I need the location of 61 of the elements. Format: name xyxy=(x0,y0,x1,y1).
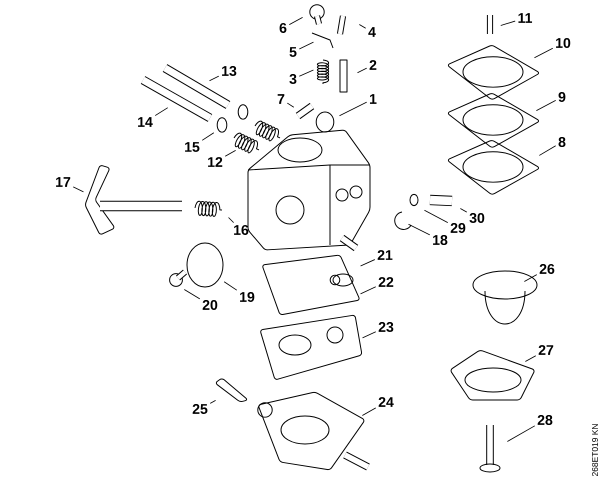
callout-number: 17 xyxy=(56,177,70,187)
callout-number: 9 xyxy=(558,92,566,102)
leader-line xyxy=(538,145,556,156)
leader-line xyxy=(360,286,376,294)
callout-number: 24 xyxy=(378,397,394,407)
leader-line xyxy=(224,150,236,157)
leader-line xyxy=(534,48,554,58)
callout-number: 8 xyxy=(558,137,566,147)
callout-number: 19 xyxy=(240,292,254,302)
callout-number: 13 xyxy=(222,66,236,76)
callout-number: 4 xyxy=(368,27,376,37)
callout-number: 5 xyxy=(290,47,297,57)
callout-number: 12 xyxy=(208,157,222,167)
callout-number: 30 xyxy=(470,213,484,223)
leader-line xyxy=(286,102,294,108)
callout-number: 14 xyxy=(138,117,153,127)
callout-number: 15 xyxy=(185,142,200,152)
callout-number: 11 xyxy=(518,13,532,23)
leader-line xyxy=(360,259,376,266)
callout-number: 21 xyxy=(378,250,392,260)
leader-line xyxy=(358,24,366,29)
callout-number: 25 xyxy=(192,404,208,414)
leader-line xyxy=(184,289,200,300)
callout-number: 7 xyxy=(278,94,284,104)
leader-line xyxy=(362,407,376,416)
leader-line xyxy=(298,42,314,50)
leader-line xyxy=(288,16,304,25)
callout-number: 28 xyxy=(538,415,552,425)
callout-number: 29 xyxy=(450,223,466,233)
leader-line xyxy=(424,210,448,224)
leader-line xyxy=(228,217,234,224)
leader-line xyxy=(536,100,556,112)
leader-line xyxy=(339,102,368,116)
callout-number: 6 xyxy=(280,23,286,33)
callout-number: 22 xyxy=(378,277,394,287)
callout-number: 2 xyxy=(370,60,376,70)
leader-line xyxy=(408,224,430,236)
leader-line xyxy=(524,274,538,282)
leader-line xyxy=(362,331,376,338)
leader-line xyxy=(210,400,216,404)
leader-line xyxy=(154,107,168,116)
leader-line xyxy=(506,425,536,442)
callout-number: 26 xyxy=(540,264,554,274)
callout-number: 23 xyxy=(378,322,394,332)
drawing-number: 268ET019 KN xyxy=(592,424,598,476)
callout-number: 20 xyxy=(202,300,218,310)
callout-number: 27 xyxy=(538,345,554,355)
leader-line xyxy=(224,281,238,291)
callout-number: 1 xyxy=(370,94,377,104)
leader-line xyxy=(524,355,536,362)
callout-number: 18 xyxy=(433,235,448,245)
callout-number: 3 xyxy=(289,74,296,84)
leader-line xyxy=(72,186,84,192)
leader-line xyxy=(202,132,214,141)
leader-line xyxy=(460,208,468,213)
leader-line xyxy=(357,68,368,74)
leader-line xyxy=(209,76,220,82)
callout-number: 10 xyxy=(556,38,570,48)
callout-number: 16 xyxy=(234,225,248,235)
leader-line xyxy=(500,20,516,26)
leader-line xyxy=(298,70,314,77)
